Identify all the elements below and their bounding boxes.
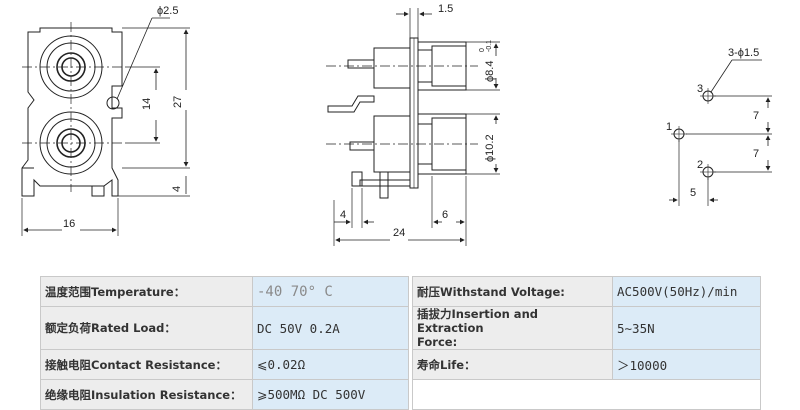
rated-load-label: 额定负荷Rated Load： <box>40 306 253 350</box>
life-label: 寿命Life： <box>412 349 613 380</box>
front-view <box>21 17 190 236</box>
insertion-force-label-line1: 插拔力Insertion and Extraction <box>417 307 538 336</box>
dim-24: 24 <box>393 227 405 239</box>
pin-label-2: 2 <box>697 159 703 171</box>
dim-tolerance-lower: -0.1 <box>486 40 493 52</box>
dim-4-side: 4 <box>340 209 346 221</box>
pcb-layout <box>669 59 772 206</box>
life-value: ＞10000 <box>612 349 761 380</box>
rated-load-value: DC 50V 0.2A <box>252 306 409 350</box>
spec-row: 额定负荷Rated Load： DC 50V 0.2A 插拔力Insertion… <box>40 306 761 350</box>
spec-table: 温度范围Temperature： -40 70° C 耐压Withstand V… <box>40 276 761 410</box>
dim-7-top: 7 <box>753 110 759 122</box>
insulation-resistance-label: 绝缘电阻Insulation Resistance： <box>40 379 253 410</box>
dim-1-5: 1.5 <box>438 3 453 15</box>
spec-row: 温度范围Temperature： -40 70° C 耐压Withstand V… <box>40 276 761 307</box>
spec-row: 绝缘电阻Insulation Resistance： ⩾500MΩ DC 500… <box>40 379 761 410</box>
dim-6: 6 <box>442 209 448 221</box>
pin-label-1: 1 <box>666 121 672 133</box>
dim-5: 5 <box>690 187 696 199</box>
contact-resistance-value: ⩽0.02Ω <box>252 349 409 380</box>
spec-row: 接触电阻Contact Resistance： ⩽0.02Ω 寿命Life： ＞… <box>40 349 761 380</box>
dim-tolerance-upper: 0 <box>479 48 486 52</box>
side-view <box>326 8 500 246</box>
temperature-value: -40 70° C <box>252 276 409 307</box>
dim-7-bottom: 7 <box>753 148 759 160</box>
dim-phi-2-5: ϕ2.5 <box>157 5 178 17</box>
dim-holes: 3-ϕ1.5 <box>728 47 759 59</box>
dim-4-front: 4 <box>171 186 183 192</box>
withstand-voltage-value: AC500V(50Hz)/min <box>612 276 761 307</box>
insertion-force-value: 5∼35N <box>612 306 761 350</box>
technical-drawing: ϕ2.5 14 27 4 16 <box>21 3 772 246</box>
dim-phi-8-4: ϕ8.4 <box>484 61 496 82</box>
dim-27: 27 <box>172 96 184 108</box>
withstand-voltage-label: 耐压Withstand Voltage: <box>412 276 613 307</box>
pin-label-3: 3 <box>697 83 703 95</box>
insulation-resistance-value: ⩾500MΩ DC 500V <box>252 379 409 410</box>
dim-16: 16 <box>63 218 75 230</box>
dim-phi-10-2: ϕ10.2 <box>484 134 496 162</box>
insertion-force-label-line2: Force: <box>417 335 458 349</box>
contact-resistance-label: 接触电阻Contact Resistance： <box>40 349 253 380</box>
dim-14: 14 <box>141 98 153 110</box>
empty-cell <box>412 379 761 410</box>
temperature-label: 温度范围Temperature： <box>40 276 253 307</box>
